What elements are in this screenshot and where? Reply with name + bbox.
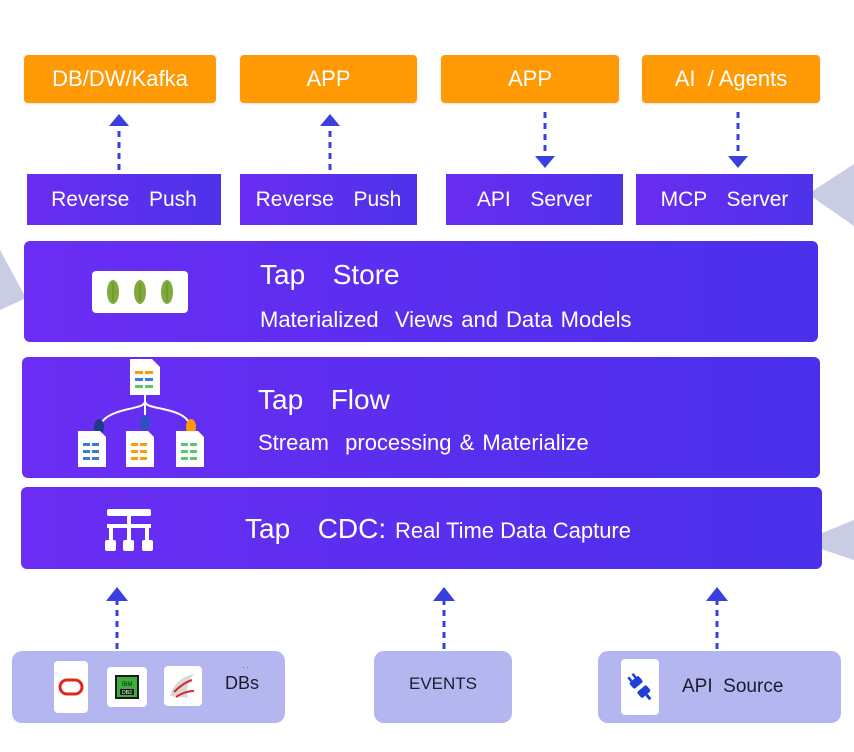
service-label: MCP Server bbox=[660, 187, 789, 211]
layer-tap-cdc: Tap CDC: Real Time Data Capture bbox=[21, 487, 822, 569]
source-label: DBs bbox=[225, 673, 260, 693]
service-label: Reverse Push bbox=[51, 187, 197, 211]
target-db-dw-kafka: DB/DW/Kafka bbox=[24, 55, 216, 103]
decor-shape-left bbox=[0, 250, 26, 310]
layer-title: Tap CDC: bbox=[245, 513, 387, 544]
mongodb-leaf-icon bbox=[92, 271, 188, 313]
arrow-up-icon bbox=[433, 587, 455, 601]
target-label: AI / Agents bbox=[674, 66, 788, 91]
layer-tap-store: Tap Store Materialized Views and Data Mo… bbox=[24, 241, 818, 342]
service-api-server: API Server bbox=[446, 174, 623, 225]
svg-text:IBM: IBM bbox=[122, 682, 133, 688]
layer-tap-flow: Tap Flow Stream processing & Materialize bbox=[22, 357, 820, 478]
layer-subtitle: Materialized Views and Data Models bbox=[260, 307, 632, 332]
arrow-up-icon bbox=[106, 587, 128, 601]
service-reverse-push-2: Reverse Push bbox=[240, 174, 417, 225]
source-dbs: IBM DB2 .. DBs bbox=[12, 651, 285, 723]
decor-shape-right-top bbox=[808, 164, 854, 226]
sql-server-icon bbox=[164, 666, 202, 706]
decor-shape-right-bottom bbox=[800, 520, 854, 560]
service-label: API Server bbox=[476, 187, 593, 211]
dbs-ellipsis: .. bbox=[242, 660, 252, 670]
layer-subtitle: Real Time Data Capture bbox=[395, 518, 631, 543]
plug-icon bbox=[621, 659, 659, 715]
service-reverse-push-1: Reverse Push bbox=[27, 174, 221, 225]
network-hierarchy-icon bbox=[105, 509, 153, 551]
target-label: APP bbox=[306, 66, 351, 91]
svg-text:DB2: DB2 bbox=[122, 690, 132, 696]
source-label: EVENTS bbox=[408, 674, 478, 693]
service-mcp-server: MCP Server bbox=[636, 174, 813, 225]
source-label: API Source bbox=[682, 676, 784, 697]
source-events: EVENTS bbox=[374, 651, 512, 723]
connector-arrows-bottom bbox=[106, 587, 728, 649]
arrow-up-icon bbox=[706, 587, 728, 601]
arrow-up-icon bbox=[109, 114, 129, 126]
arrow-down-icon bbox=[535, 156, 555, 168]
target-label: DB/DW/Kafka bbox=[52, 66, 188, 91]
service-label: Reverse Push bbox=[255, 187, 402, 211]
layer-title: Tap Flow bbox=[258, 384, 390, 415]
target-ai-agents: AI / Agents bbox=[642, 55, 820, 103]
document-tree-icon bbox=[78, 359, 204, 467]
arrow-up-icon bbox=[320, 114, 340, 126]
layer-title: Tap Store bbox=[260, 259, 400, 290]
layer-subtitle: Stream processing & Materialize bbox=[258, 430, 589, 455]
arrow-down-icon bbox=[728, 156, 748, 168]
target-app-2: APP bbox=[441, 55, 619, 103]
target-label: APP bbox=[507, 66, 553, 91]
target-app-1: APP bbox=[240, 55, 417, 103]
connector-arrows-top bbox=[109, 112, 748, 170]
ibm-db2-icon: IBM DB2 bbox=[107, 667, 147, 707]
source-api: API Source bbox=[598, 651, 841, 723]
oracle-icon bbox=[54, 661, 88, 713]
